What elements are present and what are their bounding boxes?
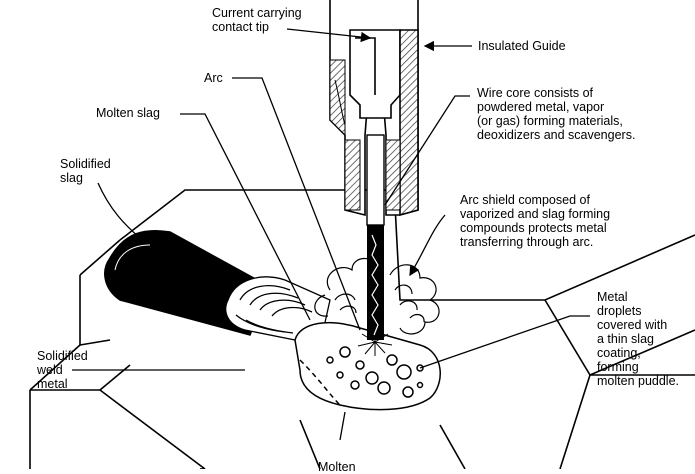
welding-torch	[329, 0, 419, 217]
molten-puddle	[294, 321, 441, 411]
label-contact-tip: Current carrying contact tip	[212, 6, 302, 34]
label-metal-droplets: Metal droplets covered with a thin slag …	[597, 290, 680, 388]
label-wire-core: Wire core consists of powdered metal, va…	[477, 86, 636, 142]
label-arc: Arc	[204, 71, 223, 85]
electrode-wire	[366, 134, 385, 340]
label-molten-metal: Molten	[318, 460, 356, 474]
label-arc-shield: Arc shield composed of vaporized and sla…	[460, 193, 611, 249]
label-molten-slag: Molten slag	[96, 106, 160, 120]
label-insulated-guide: Insulated Guide	[478, 39, 566, 53]
label-solidified-weld-metal: Solidified weld metal	[37, 349, 88, 391]
workpiece-block	[29, 189, 695, 469]
label-solidified-slag: Solidified slag	[60, 157, 111, 185]
leader-lines	[72, 28, 590, 441]
